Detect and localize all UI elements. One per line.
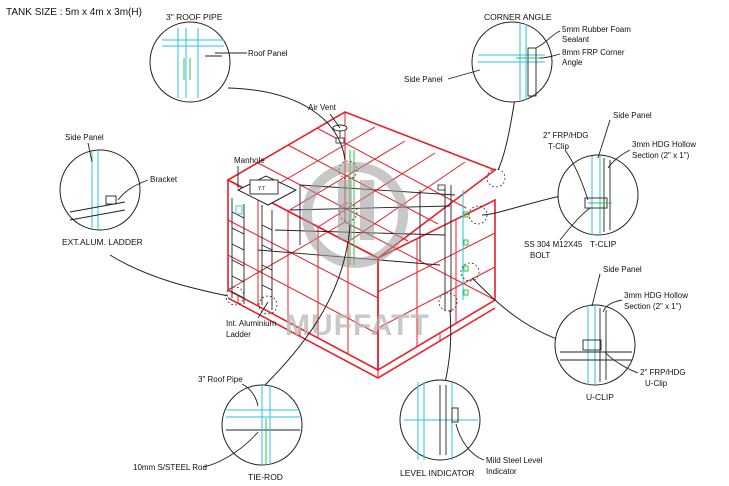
- detail-tie-rod: [221, 384, 303, 466]
- t-clip-callout-4b: BOLT: [530, 251, 550, 260]
- t-clip-callout-4a: SS 304 M12X45: [524, 240, 583, 249]
- int-ladder-label-a: Int. Aluminium: [226, 319, 277, 328]
- detail-ladder: [59, 149, 141, 231]
- u-clip-callout-2a: 3mm HDG Hollow: [624, 291, 688, 300]
- t-clip-callout-3a: 3mm HDG Hollow: [632, 140, 696, 149]
- external-ladder: [231, 198, 245, 304]
- detail-corner-angle: [471, 21, 553, 103]
- corner-angle-callout-2a: 5mm Rubber Foam: [562, 25, 631, 34]
- detail-u-clip: [554, 304, 636, 386]
- t-clip-callout-1: Side Panel: [613, 111, 652, 120]
- ladder-callout-1: Side Panel: [65, 133, 104, 142]
- watermark-logo: [302, 162, 408, 268]
- roof-pipe-title: 3" ROOF PIPE: [166, 12, 223, 22]
- manhole-tag: Y.T: [258, 186, 265, 192]
- level-indicator-callout-b: Indicator: [486, 467, 517, 476]
- u-clip-callout-1: Side Panel: [603, 265, 642, 274]
- air-vent-label: Air Vent: [308, 103, 337, 112]
- int-ladder-label-b: Ladder: [226, 330, 251, 339]
- tie-rod-callout-1: 3" Roof Pipe: [198, 375, 243, 384]
- internal-ladder: [261, 205, 273, 310]
- u-clip-callout-3a: 2" FRP/HDG: [640, 368, 686, 377]
- manhole: Y.T: [236, 175, 298, 206]
- corner-angle-title: CORNER ANGLE: [484, 12, 552, 22]
- t-clip-callout-2b: T-Clip: [548, 142, 569, 151]
- tie-rod-callout-2: 10mm S/STEEL Rod: [133, 463, 207, 472]
- corner-angle-callout-3a: 8mm FRP Corner: [562, 48, 625, 57]
- tie-rod-title: TIE-ROD: [248, 472, 283, 482]
- u-clip-callout-2b: Section (2" x 1"): [624, 302, 682, 311]
- u-clip-callout-3b: U-Clip: [645, 379, 668, 388]
- corner-angle-callout-2b: Sealant: [562, 35, 590, 44]
- level-indicator-callout-a: Mild Steel Level: [486, 456, 543, 465]
- ladder-title: EXT.ALUM. LADDER: [62, 237, 143, 247]
- level-indicator-title: LEVEL INDICATOR: [400, 468, 474, 478]
- watermark-text: MUFFATT: [285, 309, 430, 342]
- t-clip-callout-2a: 2" FRP/HDG: [543, 131, 589, 140]
- t-clip-callout-3b: Section (2" x 1"): [632, 151, 690, 160]
- ladder-callout-2: Bracket: [150, 175, 178, 184]
- t-clip-title: T-CLIP: [590, 239, 617, 249]
- level-indicator-rail: [437, 184, 469, 312]
- manhole-label: Manhole: [234, 156, 265, 165]
- u-clip-title: U-CLIP: [586, 392, 614, 402]
- detail-roof-pipe: [149, 21, 231, 103]
- roof-pipe-callout: Roof Panel: [248, 49, 288, 58]
- tank-size-title: TANK SIZE : 5m x 4m x 3m(H): [6, 7, 142, 18]
- detail-t-clip: [557, 154, 639, 236]
- corner-angle-callout-3b: Angle: [562, 58, 583, 67]
- detail-level-indicator: [399, 379, 481, 461]
- corner-angle-callout-1: Side Panel: [404, 75, 443, 84]
